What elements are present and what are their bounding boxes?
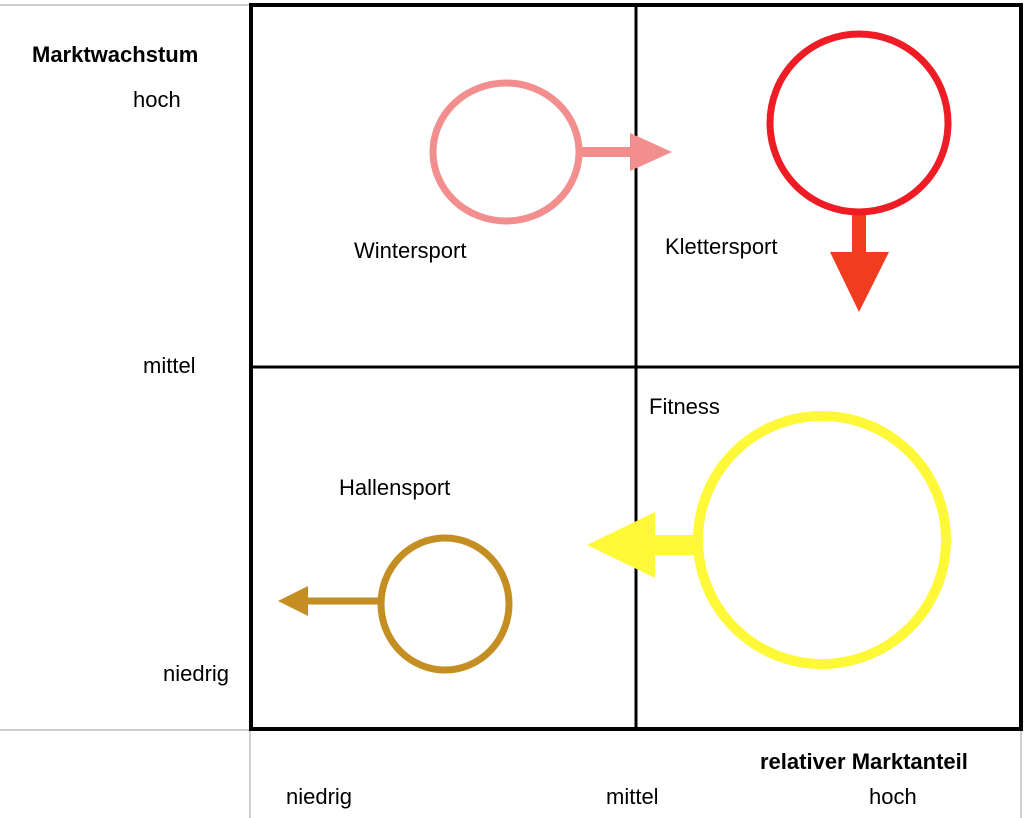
klettersport-bubble <box>766 30 952 216</box>
klettersport-label: Klettersport <box>665 234 778 259</box>
klettersport-arrow-head <box>830 252 889 312</box>
x-axis-title: relativer Marktanteil <box>760 749 968 774</box>
hallensport-bubble <box>377 534 513 674</box>
wintersport-label: Wintersport <box>354 238 467 263</box>
wintersport-arrow-head <box>630 133 672 171</box>
x-level-low: niedrig <box>286 784 353 809</box>
wintersport-bubble <box>429 79 583 225</box>
x-level-mid: mittel <box>606 784 659 809</box>
fitness-label: Fitness <box>649 394 720 419</box>
fitness-bubble <box>693 411 951 669</box>
x-level-high: hoch <box>869 784 917 809</box>
hallensport-label: Hallensport <box>339 475 451 500</box>
hallensport-arrow-head <box>278 586 308 616</box>
fitness-arrow-head <box>587 512 655 578</box>
y-level-high: hoch <box>133 87 181 112</box>
y-axis-title: Marktwachstum <box>32 42 199 67</box>
y-level-mid: mittel <box>143 353 196 378</box>
y-level-low: niedrig <box>163 661 230 686</box>
